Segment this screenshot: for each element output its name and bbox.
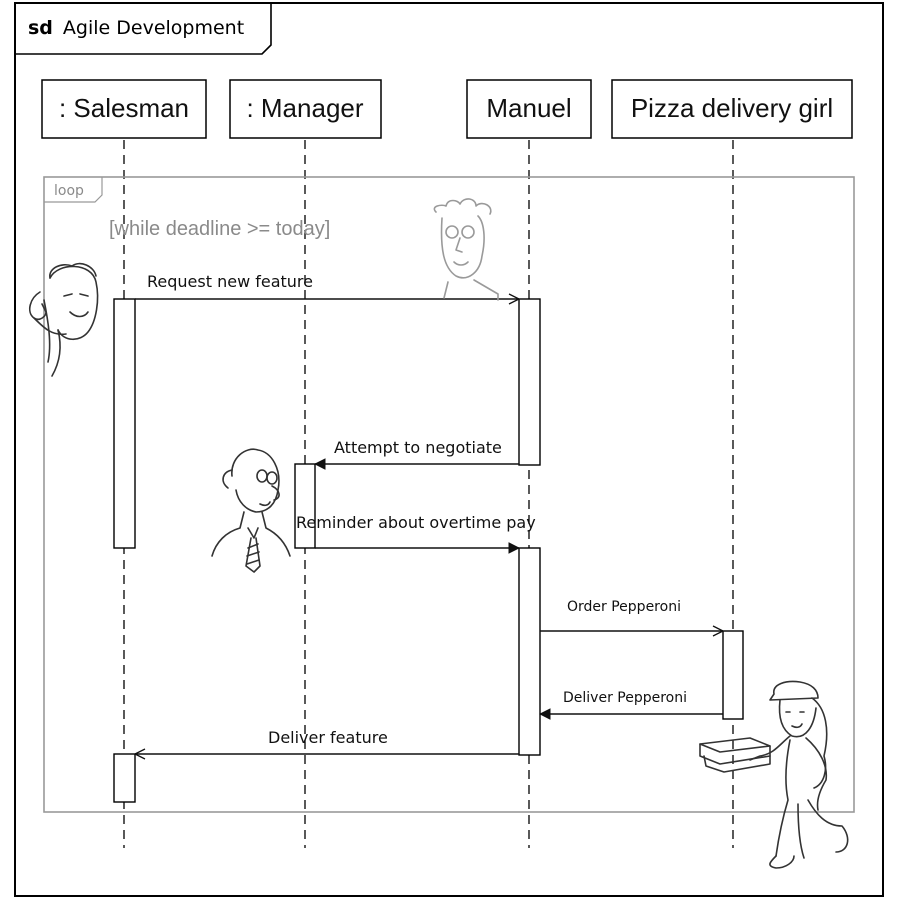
message-deliver-feature[interactable]: Deliver feature (135, 728, 519, 754)
activation-salesman-1 (113, 298, 136, 549)
developer-face-icon (433, 198, 499, 301)
loop-fragment: loop [while deadline >= today] (43, 176, 855, 813)
lifeline-head-pizza[interactable]: Pizza delivery girl (611, 79, 853, 139)
pizza-girl-icon (699, 680, 849, 869)
activation-manuel-1 (518, 298, 541, 466)
loop-guard: [while deadline >= today] (109, 218, 330, 240)
lifeline-head-salesman[interactable]: : Salesman (41, 79, 207, 139)
activations (113, 298, 744, 803)
message-label: Deliver Pepperoni (563, 690, 687, 706)
frame-title: Agile Development (63, 17, 244, 39)
activation-salesman-2 (113, 753, 136, 803)
lifeline-label-salesman: : Salesman (59, 93, 189, 123)
manager-figure-icon (211, 448, 291, 573)
loop-operator: loop (54, 183, 84, 199)
message-order-pepperoni[interactable]: Order Pepperoni (540, 599, 723, 631)
lifeline-label-manuel: Manuel (486, 93, 571, 123)
message-label: Order Pepperoni (567, 599, 681, 615)
message-label: Attempt to negotiate (334, 438, 502, 457)
lifelines (123, 140, 734, 848)
lifeline-head-manager[interactable]: : Manager (229, 79, 382, 139)
message-label: Deliver feature (268, 728, 388, 747)
activation-manager (294, 463, 316, 549)
activation-pizza (722, 630, 744, 720)
message-reminder-overtime-pay[interactable]: Reminder about overtime pay (296, 513, 536, 548)
lifeline-label-manager: : Manager (246, 93, 363, 123)
frame-keyword: sd Agile Development (28, 17, 244, 39)
message-deliver-pepperoni[interactable]: Deliver Pepperoni (540, 690, 723, 714)
lifeline-head-manuel[interactable]: Manuel (466, 79, 592, 139)
sd-frame: sd Agile Development (14, 2, 884, 897)
message-label: Reminder about overtime pay (296, 513, 536, 532)
messages: Request new feature Attempt to negotiate… (135, 272, 723, 754)
message-label: Request new feature (147, 272, 313, 291)
activation-manuel-2 (518, 547, 541, 756)
salesman-on-phone-icon (28, 262, 99, 377)
message-request-new-feature[interactable]: Request new feature (135, 272, 519, 299)
message-attempt-to-negotiate[interactable]: Attempt to negotiate (315, 438, 519, 464)
lifeline-label-pizza: Pizza delivery girl (631, 93, 833, 123)
lifeline-heads: : Salesman : Manager Manuel Pizza delive… (41, 79, 853, 139)
